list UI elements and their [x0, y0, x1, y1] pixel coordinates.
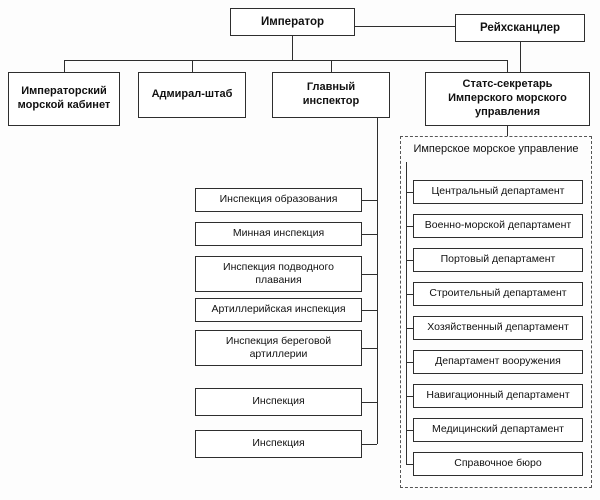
department-box-medical: Медицинский департамент [413, 418, 583, 442]
naval-office-frame [400, 136, 592, 488]
connector-line [377, 118, 378, 444]
connector-line [192, 60, 193, 72]
department-box-construction: Строительный департамент [413, 282, 583, 306]
naval-office-title: Имперское морское управление [413, 143, 579, 155]
connector-line [362, 234, 377, 235]
connector-line [331, 60, 332, 72]
box-chief-inspector: Главный инспектор [272, 72, 390, 118]
department-box-reference-bureau: Справочное бюро [413, 452, 583, 476]
connector-line [406, 362, 413, 363]
box-naval-cabinet: Императорский морской кабинет [8, 72, 120, 126]
inspection-box-submarine: Инспекция подводного плавания [195, 256, 362, 292]
department-box-naval: Военно-морской департамент [413, 214, 583, 238]
box-emperor: Император [230, 8, 355, 36]
box-chancellor: Рейхсканцлер [455, 14, 585, 42]
inspection-box-coastal-artillery: Инспекция береговой артиллерии [195, 330, 362, 366]
department-box-economic: Хозяйственный департамент [413, 316, 583, 340]
connector-line [520, 42, 521, 72]
connector-line [362, 348, 377, 349]
connector-line [507, 60, 508, 72]
department-box-navigation: Навигационный департамент [413, 384, 583, 408]
connector-line [362, 274, 377, 275]
inspection-box-6: Инспекция [195, 388, 362, 416]
connector-line [355, 26, 455, 27]
department-box-port: Портовый департамент [413, 248, 583, 272]
inspection-box-7: Инспекция [195, 430, 362, 458]
connector-line [362, 444, 377, 445]
connector-line [406, 396, 413, 397]
connector-line [406, 328, 413, 329]
connector-line [406, 464, 413, 465]
inspection-box-education: Инспекция образования [195, 188, 362, 212]
connector-line [507, 126, 508, 136]
department-box-central: Центральный департамент [413, 180, 583, 204]
connector-line [362, 402, 377, 403]
connector-line [362, 310, 377, 311]
inspection-box-artillery: Артиллерийская инспекция [195, 298, 362, 322]
connector-line [406, 430, 413, 431]
inspection-box-mine: Минная инспекция [195, 222, 362, 246]
connector-line [64, 60, 507, 61]
department-box-armament: Департамент вооружения [413, 350, 583, 374]
connector-line [292, 36, 293, 60]
connector-line [406, 192, 413, 193]
connector-line [406, 226, 413, 227]
box-state-secretary: Статс-секретарь Имперского морского упра… [425, 72, 590, 126]
connector-line [406, 162, 407, 464]
connector-line [64, 60, 65, 72]
connector-line [362, 200, 377, 201]
box-admiral-staff: Адмирал-штаб [138, 72, 246, 118]
connector-line [406, 294, 413, 295]
connector-line [406, 260, 413, 261]
